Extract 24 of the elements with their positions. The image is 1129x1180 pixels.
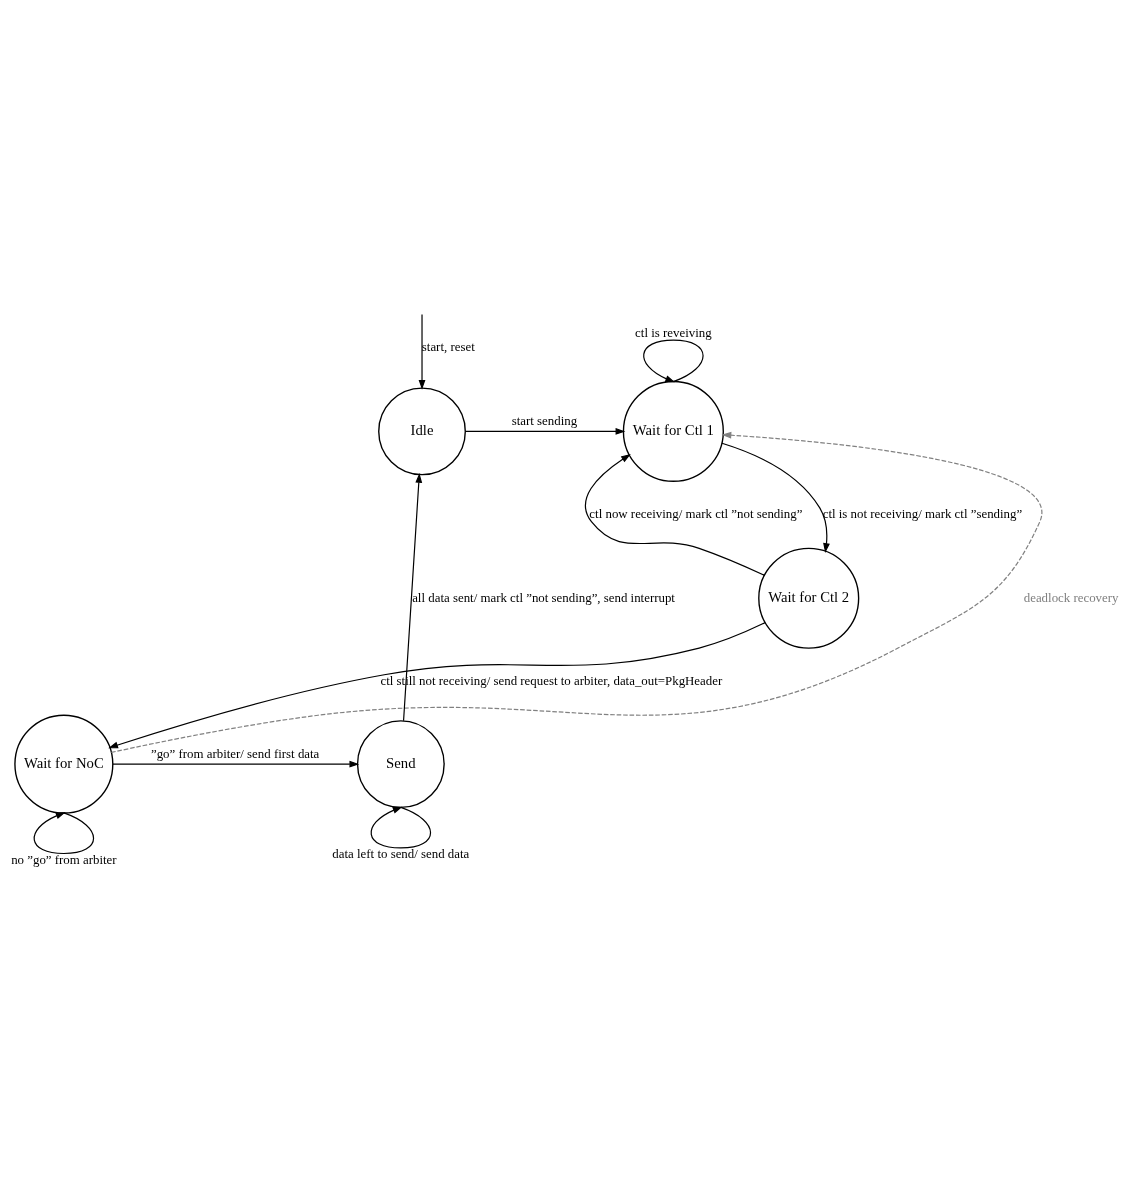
arrow <box>721 442 830 553</box>
edge-label: data left to send/ send data <box>332 846 470 861</box>
edge-label: no ”go” from arbiter <box>11 852 117 867</box>
arrow <box>112 760 360 768</box>
arrow <box>643 339 704 382</box>
arrow <box>402 472 423 721</box>
arrow <box>33 811 95 854</box>
arrow <box>418 313 426 390</box>
arrow <box>464 427 626 435</box>
arrow <box>584 453 765 576</box>
edge-label: ctl now receiving/ mark ctl ”not sending” <box>589 506 803 521</box>
arrow <box>108 621 766 748</box>
edge-label: ctl is not receiving/ mark ctl ”sending” <box>822 506 1023 521</box>
arrow <box>110 431 1042 753</box>
node-circle: Wait for Ctl 2 <box>758 547 860 649</box>
node-circle: Wait for NoC <box>14 714 114 814</box>
edge-label: deadlock recovery <box>1023 590 1119 605</box>
node-circle: Idle <box>378 386 466 475</box>
node-circle: Send <box>356 719 445 808</box>
edge-label: ctl is reveiving <box>635 325 712 340</box>
edge-label: ”go” from arbiter/ send first data <box>150 746 320 761</box>
edge-label: start sending <box>511 413 578 428</box>
edge-label: all data sent/ mark ctl ”not sending”, send interrupt <box>412 590 675 605</box>
arrow <box>370 806 432 848</box>
